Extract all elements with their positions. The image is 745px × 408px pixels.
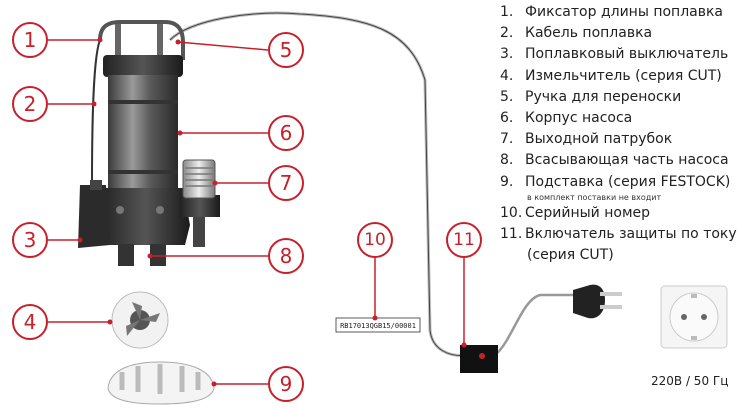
callout-circle-9	[268, 366, 304, 402]
callout-6: 6	[280, 121, 293, 145]
legend-item: 2.Кабель поплавка	[500, 25, 653, 42]
callout-circle-11	[446, 222, 482, 258]
plug-cable	[489, 293, 575, 360]
callout-1: 1	[24, 28, 37, 52]
callout-8: 8	[280, 244, 293, 268]
power-label: 220В / 50 Гц	[651, 374, 729, 388]
pump-stand-icon	[107, 361, 215, 405]
legend-item: 8.Всасывающая часть насоса	[500, 152, 729, 169]
wall-socket-icon	[660, 285, 728, 349]
callout-circle-1	[12, 22, 48, 58]
callout-circle-5	[268, 32, 304, 68]
callout-circle-10	[357, 222, 393, 258]
callout-5: 5	[280, 38, 293, 62]
callout-circle-7	[268, 165, 304, 201]
power-plug-icon	[573, 284, 622, 319]
legend-note-9: в комплект поставки не входит	[527, 192, 662, 202]
switch-indicator	[479, 353, 485, 359]
submersible-pump-icon	[78, 20, 220, 266]
legend-item: 5.Ручка для переноски	[500, 88, 682, 105]
legend-item: 3.Поплавковый выключатель	[500, 46, 729, 63]
callout-circle-2	[12, 86, 48, 122]
callout-circle-6	[268, 115, 304, 151]
callout-circle-3	[12, 222, 48, 258]
legend-item: 10.Серийный номер	[500, 204, 651, 221]
callout-2: 2	[24, 92, 37, 116]
legend-item: 4.Измельчитель (серия CUT)	[500, 67, 722, 84]
callout-circle-8	[268, 238, 304, 274]
legend-item: 7.Выходной патрубок	[500, 131, 673, 148]
legend-item: 9.Подставка (серия FESTOCK)	[500, 173, 731, 190]
callout-11: 11	[453, 230, 475, 250]
parts-legend: 1.Фиксатор длины поплавка 2.Кабель попла…	[500, 2, 745, 266]
shredder-cutter-icon	[111, 291, 169, 349]
serial-number: RB17013QGB15/00001	[340, 322, 416, 330]
current-protection-switch-icon	[460, 345, 498, 373]
power-cable-outline	[169, 12, 471, 357]
callout-10: 10	[364, 230, 386, 250]
callout-9: 9	[280, 372, 293, 396]
callout-7: 7	[280, 171, 293, 195]
leader-5	[177, 41, 269, 51]
callout-3: 3	[24, 228, 37, 252]
legend-item: 1.Фиксатор длины поплавка	[500, 4, 724, 20]
legend-item: 11.Включатель защиты по току	[500, 226, 737, 243]
legend-item: 6.Корпус насоса	[500, 110, 633, 127]
legend-cont-11: (серия CUT)	[527, 247, 614, 264]
callout-4: 4	[24, 310, 37, 334]
callout-circle-4	[12, 304, 48, 340]
serial-label-box	[335, 317, 421, 333]
callout-leaders	[48, 39, 465, 385]
leader-dots	[77, 37, 467, 387]
